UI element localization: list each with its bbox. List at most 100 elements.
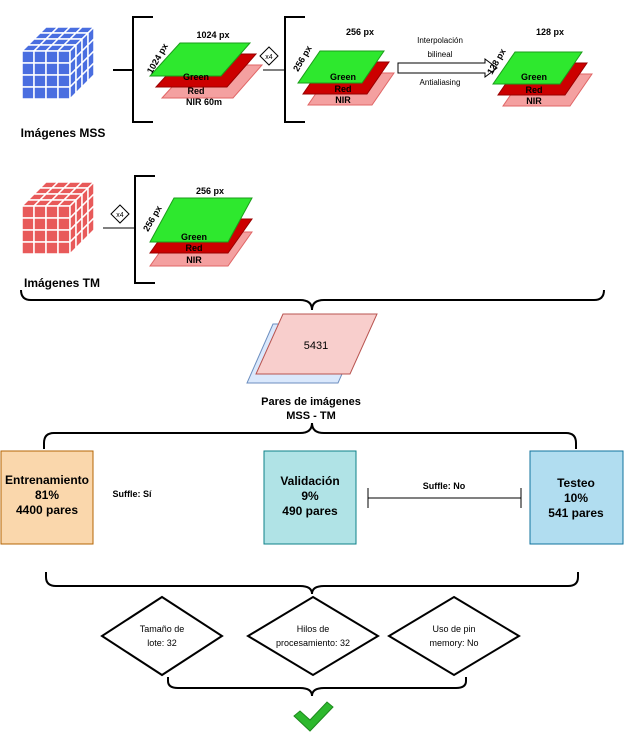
cube-cell <box>57 86 71 100</box>
pin-line1: Uso de pin <box>432 624 475 634</box>
cube-cell <box>45 229 59 243</box>
pairs-front-layer <box>255 313 378 375</box>
tm-cube-icon <box>20 180 96 256</box>
cube-cell <box>57 62 71 76</box>
cube-cell <box>21 74 35 88</box>
test-title: Testeo <box>557 476 595 490</box>
cube-cell <box>21 62 35 76</box>
final-brace <box>167 677 467 697</box>
pairs-stack: 5431 <box>246 313 378 384</box>
green-band-layer <box>148 42 252 77</box>
cube-cell <box>33 50 47 64</box>
band-label-nir: NIR 60m <box>186 97 222 107</box>
cube-cell <box>21 241 35 255</box>
batch-size-diamond: Tamaño de lote: 32 <box>100 595 224 677</box>
size-label-top: 256 px <box>196 186 224 196</box>
cube-cell <box>57 205 71 219</box>
cube-cell <box>21 229 35 243</box>
band-label-nir: NIR <box>186 255 202 265</box>
tm-bracket <box>134 175 155 284</box>
split-brace <box>43 422 577 449</box>
cube-cell <box>33 217 47 231</box>
cube-cell <box>45 217 59 231</box>
x4-label: x4 <box>116 212 124 219</box>
cube-cell <box>45 62 59 76</box>
band-label-red: Red <box>185 243 202 253</box>
cube-cell <box>57 50 71 64</box>
pin-line2: memory: No <box>429 638 478 648</box>
x4-label: x4 <box>265 54 273 61</box>
cube-cell <box>21 217 35 231</box>
cube-cell <box>57 217 71 231</box>
cube-cell <box>33 205 47 219</box>
green-band-layer <box>149 197 253 243</box>
tm-x4-diamond: x4 <box>110 204 130 224</box>
cube-cell <box>87 61 95 83</box>
interp-label: Interpolación <box>417 36 463 45</box>
workers-diamond: Hilos de procesamiento: 32 <box>246 595 380 677</box>
band-label-red: Red <box>525 85 542 95</box>
tm-stack-256: Green Red NIR 256 px 256 px <box>141 186 253 267</box>
green-band-layer <box>297 50 385 84</box>
test-count: 541 pares <box>548 506 604 520</box>
size-label-top: 1024 px <box>196 30 229 40</box>
size-label-top: 128 px <box>536 27 564 37</box>
cube-cell <box>57 241 71 255</box>
cube-cell <box>21 50 35 64</box>
interp-label-2: bilineal <box>428 50 453 59</box>
mss-label: Imágenes MSS <box>21 126 106 140</box>
band-label-nir: NIR <box>526 96 542 106</box>
cube-cell <box>87 216 95 238</box>
cube-cell <box>33 241 47 255</box>
params-brace <box>45 572 579 595</box>
mss-cube-icon <box>20 25 96 101</box>
size-label-top: 256 px <box>346 27 374 37</box>
band-label-nir: NIR <box>335 95 351 105</box>
batch-line1: Tamaño de <box>140 624 185 634</box>
cube-cell <box>33 74 47 88</box>
interpolation-arrow <box>397 58 498 78</box>
batch-line2: lote: 32 <box>147 638 177 648</box>
cube-cell <box>45 205 59 219</box>
band-label-red: Red <box>334 84 351 94</box>
cube-cell <box>21 205 35 219</box>
pairs-label: Pares de imágenes <box>261 396 361 408</box>
train-title: Entrenamiento <box>5 473 89 487</box>
valtest-shuffle-label: Suffle: No <box>423 481 466 491</box>
cube-cell <box>57 74 71 88</box>
val-pct: 9% <box>301 489 319 503</box>
train-pct: 81% <box>35 488 59 502</box>
mss-bracket <box>132 16 153 123</box>
val-count: 490 pares <box>282 504 338 518</box>
mss-stack-128: Green Red NIR 128 px 128 px <box>485 27 593 107</box>
validation-box: Validación 9% 490 pares <box>263 450 357 545</box>
collect-brace <box>20 289 605 311</box>
mss-stack-1024: Green Red NIR 60m 1024 px 1024 px <box>145 30 264 107</box>
cube-cell <box>33 229 47 243</box>
cube-cell <box>21 86 35 100</box>
tm-label: Imágenes TM <box>24 276 100 290</box>
band-label-green: Green <box>330 72 356 82</box>
green-band-layer <box>492 51 583 85</box>
checkmark-icon <box>293 701 334 732</box>
band-label-green: Green <box>521 72 547 82</box>
cube-cell <box>57 229 71 243</box>
cube-cell <box>45 241 59 255</box>
antialias-label: Antialiasing <box>420 78 461 87</box>
cube-cell <box>45 50 59 64</box>
pairs-label-2: MSS - TM <box>286 410 336 422</box>
cube-cell <box>33 62 47 76</box>
pin-memory-diamond: Uso de pin memory: No <box>387 595 521 677</box>
test-box: Testeo 10% 541 pares <box>529 450 624 545</box>
train-shuffle-label: Suffle: Sí <box>112 489 152 499</box>
band-label-green: Green <box>183 72 209 82</box>
test-pct: 10% <box>564 491 588 505</box>
workers-line1: Hilos de <box>297 624 330 634</box>
band-label-green: Green <box>181 232 207 242</box>
x4-diamond: x4 <box>259 46 279 66</box>
mss-stack-256: Green Red NIR 256 px 256 px <box>291 27 395 106</box>
train-box: Entrenamiento 81% 4400 pares <box>0 450 94 545</box>
workers-line2: procesamiento: 32 <box>276 638 350 648</box>
val-title: Validación <box>280 474 339 488</box>
